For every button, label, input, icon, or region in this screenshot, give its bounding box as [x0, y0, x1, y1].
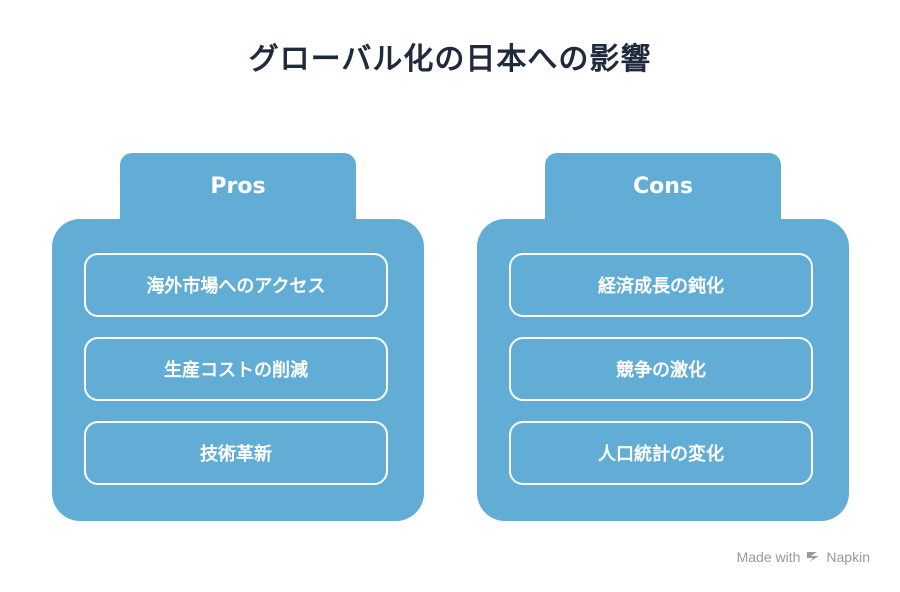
cons-header: Cons: [545, 153, 781, 219]
diagram-title: グローバル化の日本への影響: [248, 42, 652, 77]
made-with-label: Made with: [736, 549, 801, 565]
cons-panel: 経済成長の鈍化 競争の激化 人口統計の変化: [477, 219, 849, 521]
napkin-watermark: Made with Napkin: [737, 549, 870, 565]
cons-item: 人口統計の変化: [509, 421, 813, 485]
cons-item: 経済成長の鈍化: [509, 253, 813, 317]
napkin-logo-icon: [805, 550, 821, 564]
napkin-brand-label: Napkin: [826, 549, 870, 565]
cons-item: 競争の激化: [509, 337, 813, 401]
pros-panel: 海外市場へのアクセス 生産コストの削減 技術革新: [52, 219, 424, 521]
pros-item: 技術革新: [84, 421, 388, 485]
pros-item: 海外市場へのアクセス: [84, 253, 388, 317]
pros-item: 生産コストの削減: [84, 337, 388, 401]
pros-header: Pros: [120, 153, 356, 219]
